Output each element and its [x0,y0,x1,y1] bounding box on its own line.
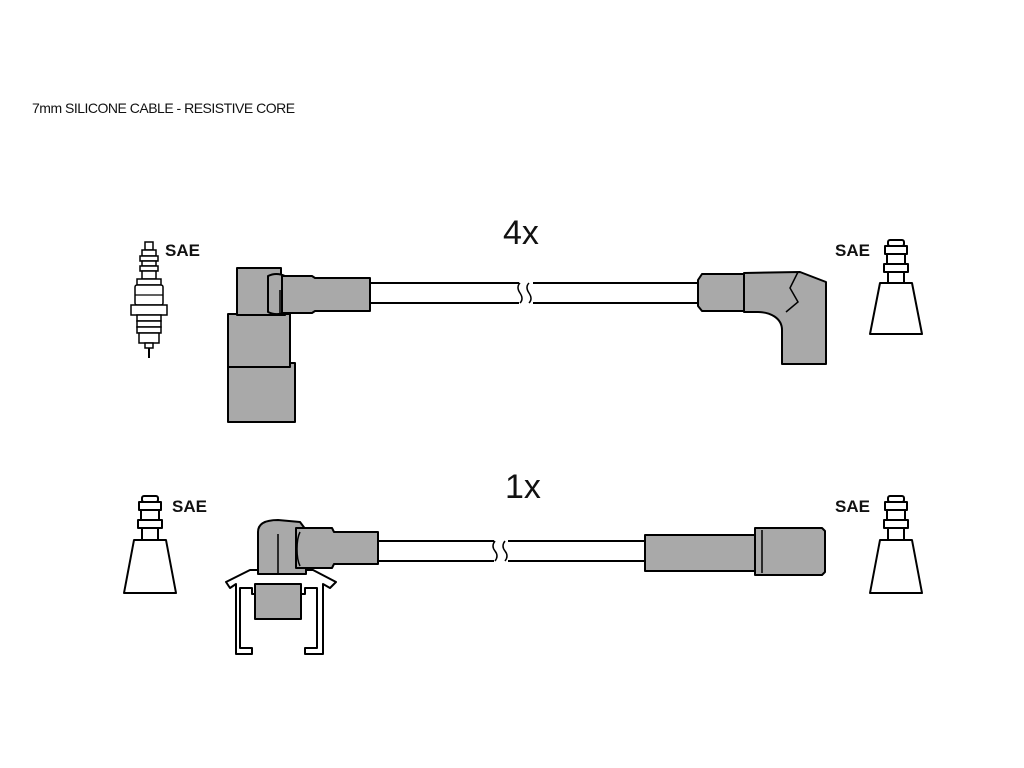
distributor-clip-boot [225,519,379,655]
sae-label-left-1x: SAE [172,497,207,516]
sae-label-left-4x: SAE [165,241,200,260]
sae-label-right-4x: SAE [835,241,870,260]
cable-4x [369,280,701,306]
sae-terminal-icon-left-1x [123,495,177,594]
plug-boot-straight [644,527,826,576]
diagram-title: 7mm SILICONE CABLE - RESISTIVE CORE [32,100,295,116]
cable-1x [377,538,647,564]
set-1x: 1x SAE [123,468,923,655]
sae-terminal-icon-right-1x [869,495,923,594]
sae-label-right-1x: SAE [835,497,870,516]
quantity-label-1x: 1x [505,468,541,506]
plug-boot-angled-right [697,271,827,365]
sae-terminal-icon-right-4x [869,239,923,335]
quantity-label-4x: 4x [503,214,539,252]
coil-boot-angled-left [227,267,371,423]
spark-plug-icon [130,241,168,358]
set-4x: 4x SAE [130,214,923,423]
